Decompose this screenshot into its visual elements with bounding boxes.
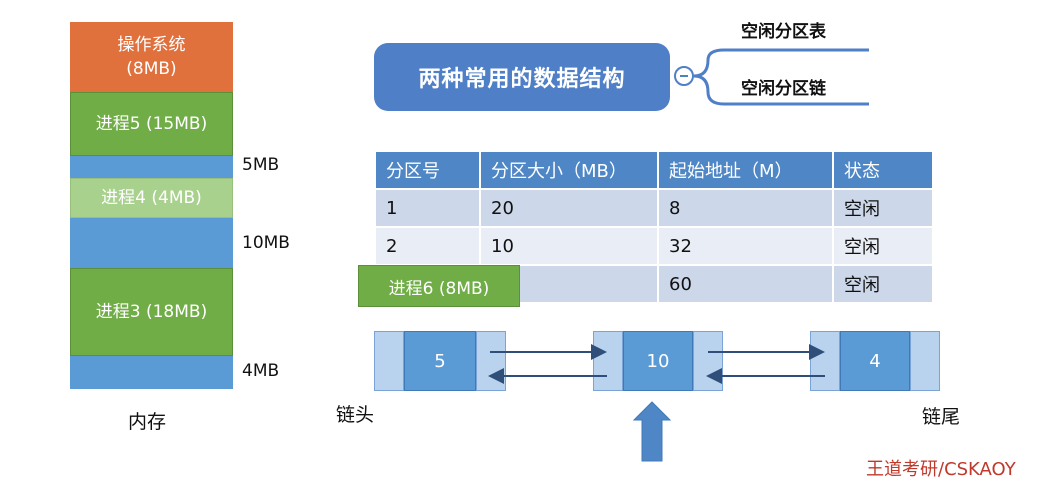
memory-block-os: 操作系统 (8MB) bbox=[70, 22, 233, 92]
table-header-cell: 状态 bbox=[834, 152, 932, 190]
process3-label: 进程3 (18MB) bbox=[95, 302, 208, 322]
memory-block-free-5mb bbox=[70, 156, 233, 178]
memory-block-process5: 进程5 (15MB) bbox=[70, 92, 233, 156]
table-header-cell: 分区号 bbox=[376, 152, 479, 190]
table-row: 1 20 8 空闲 bbox=[376, 190, 932, 228]
next-pointer bbox=[910, 331, 940, 391]
memory-block-free-4mb bbox=[70, 356, 233, 389]
table-header-cell: 分区大小（MB） bbox=[481, 152, 657, 190]
up-arrow-icon bbox=[632, 401, 672, 462]
process4-label: 进程4 (4MB) bbox=[101, 188, 202, 208]
memory-block-process4: 进程4 (4MB) bbox=[70, 178, 233, 218]
process6-label: 进程6 (8MB) bbox=[388, 278, 490, 299]
prev-pointer bbox=[374, 331, 404, 391]
mindmap-root: 两种常用的数据结构 bbox=[374, 43, 670, 111]
chain-head-label: 链头 bbox=[336, 404, 375, 426]
free-partition-table: 分区号 分区大小（MB） 起始地址（M） 状态 1 20 8 空闲 2 10 3… bbox=[374, 152, 934, 304]
table-cell: 32 bbox=[659, 228, 832, 266]
node-value: 5 bbox=[404, 331, 476, 391]
watermark: 王道考研/CSKAOY bbox=[866, 459, 1016, 480]
table-cell: 20 bbox=[481, 190, 657, 228]
table-header-cell: 起始地址（M） bbox=[659, 152, 832, 190]
os-size-label: (8MB) bbox=[126, 59, 177, 79]
table-cell: 60 bbox=[659, 266, 832, 304]
os-label: 操作系统 bbox=[117, 35, 186, 55]
mindmap-root-label: 两种常用的数据结构 bbox=[418, 67, 626, 92]
prev-pointer bbox=[593, 331, 623, 391]
free-size-label: 5MB bbox=[242, 155, 280, 175]
collapse-icon[interactable] bbox=[674, 66, 694, 86]
table-cell: 10 bbox=[481, 228, 657, 266]
table-row: 2 10 32 空闲 bbox=[376, 228, 932, 266]
free-size-label: 4MB bbox=[242, 361, 280, 381]
mindmap-child-chain: 空闲分区链 bbox=[741, 79, 826, 99]
table-cell: 2 bbox=[376, 228, 479, 266]
table-cell: 1 bbox=[376, 190, 479, 228]
node-value: 4 bbox=[840, 331, 910, 391]
process6-block[interactable]: 进程6 (8MB) bbox=[358, 265, 520, 307]
chain-tail-label: 链尾 bbox=[922, 406, 961, 428]
process5-label: 进程5 (15MB) bbox=[95, 114, 208, 134]
table-cell: 空闲 bbox=[834, 266, 932, 304]
mindmap-connectors bbox=[694, 48, 869, 106]
free-size-label: 10MB bbox=[242, 233, 290, 253]
table-cell: 空闲 bbox=[834, 190, 932, 228]
memory-caption: 内存 bbox=[128, 411, 167, 433]
memory-block-free-10mb bbox=[70, 218, 233, 268]
table-cell: 8 bbox=[659, 190, 832, 228]
mindmap-child-table: 空闲分区表 bbox=[741, 22, 826, 42]
list-node: 5 bbox=[374, 331, 506, 391]
list-node: 4 bbox=[810, 331, 940, 391]
table-header-row: 分区号 分区大小（MB） 起始地址（M） 状态 bbox=[376, 152, 932, 190]
node-value: 10 bbox=[623, 331, 693, 391]
memory-block-process3: 进程3 (18MB) bbox=[70, 268, 233, 356]
table-cell: 空闲 bbox=[834, 228, 932, 266]
prev-pointer bbox=[810, 331, 840, 391]
